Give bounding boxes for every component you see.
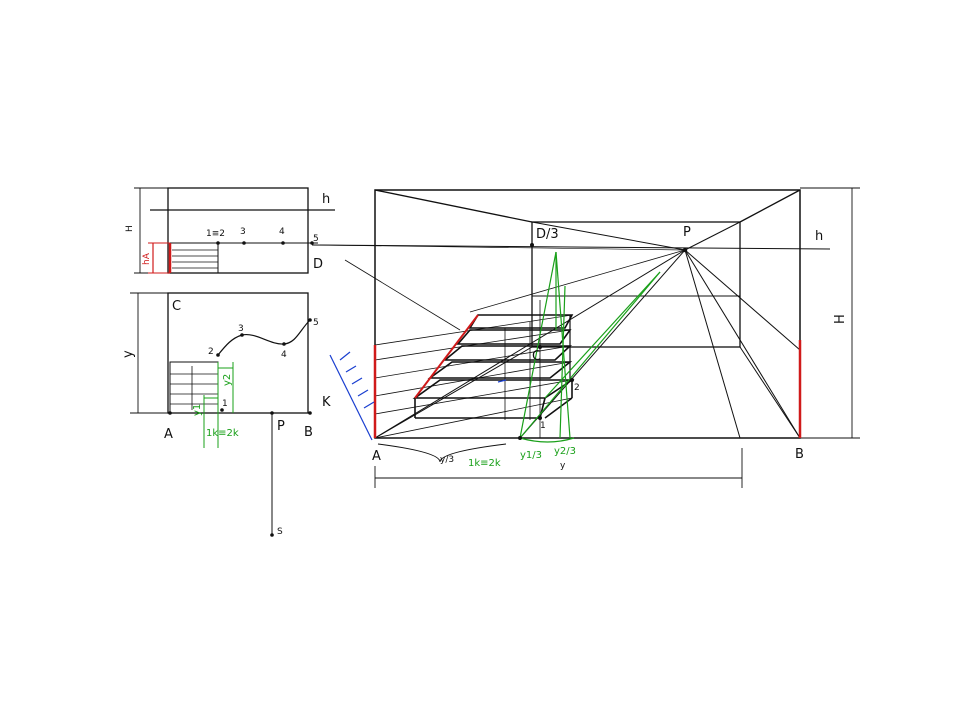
perspective-label-B: B (795, 447, 804, 462)
plan-label-y: y (121, 350, 136, 358)
elevation-frame (167, 187, 309, 274)
elevation-label-D: D (313, 257, 323, 272)
perspective-label-y23: y2/3 (554, 446, 576, 457)
elevation-label-5: 5 (313, 234, 319, 244)
perspective-label-y3: y/3 (440, 455, 454, 465)
plan-green-dimensions (203, 362, 234, 448)
perspective-label-2: 2 (574, 383, 580, 393)
elevation-label-4: 4 (279, 227, 285, 237)
plan-view (130, 292, 311, 535)
perspective-label-1k2k: 1k≡2k (468, 458, 501, 469)
perspective-guides (311, 187, 860, 488)
elevation-label-12: 1≡2 (206, 229, 225, 239)
plan-label-y1: y1 (192, 404, 203, 416)
perspective-points (518, 243, 688, 440)
plan-label-3: 3 (238, 324, 244, 334)
plan-label-1k2k: 1k≡2k (206, 428, 239, 439)
elevation-view (134, 187, 335, 274)
plan-frame (167, 292, 309, 414)
back-wall (531, 221, 741, 348)
perspective-label-y13: y1/3 (520, 450, 542, 461)
perspective-label-D3: D/3 (536, 227, 559, 242)
plan-label-K: K (322, 395, 331, 410)
plan-label-B: B (304, 425, 313, 440)
perspective-label-h: h (815, 229, 823, 244)
perspective-label-1: 1 (540, 421, 546, 431)
plan-points (168, 318, 312, 537)
perspective-red-edges (373, 314, 802, 438)
elevation-stair (169, 242, 219, 274)
perspective-green-lines (519, 251, 661, 443)
elevation-label-H: H (125, 225, 135, 232)
plan-label-S: S (277, 527, 283, 537)
plan-label-y2: y2 (222, 374, 233, 386)
elevation-label-hA: hA (142, 252, 152, 265)
plan-label-2: 2 (208, 347, 214, 357)
horizon-line (311, 244, 831, 250)
perspective-label-A: A (372, 449, 381, 464)
perspective-label-C: C (532, 349, 541, 364)
perspective-view (374, 189, 801, 439)
step-construction-lines (374, 300, 573, 439)
elevation-points (216, 241, 314, 245)
perspective-blue-ticks (329, 351, 507, 441)
plan-label-P: P (277, 419, 285, 434)
elevation-label-h: h (322, 192, 330, 207)
elevation-label-3: 3 (240, 227, 246, 237)
picture-frame (374, 189, 801, 439)
plan-path-curve (217, 319, 311, 356)
perspective-label-H: H (833, 314, 848, 324)
plan-label-4: 4 (281, 350, 287, 360)
perspective-label-P: P (683, 225, 691, 240)
plan-label-A: A (164, 427, 173, 442)
perspective-label-y: y (560, 461, 566, 471)
plan-label-1: 1 (222, 399, 228, 409)
plan-label-C: C (172, 299, 181, 314)
plan-label-5: 5 (313, 318, 319, 328)
